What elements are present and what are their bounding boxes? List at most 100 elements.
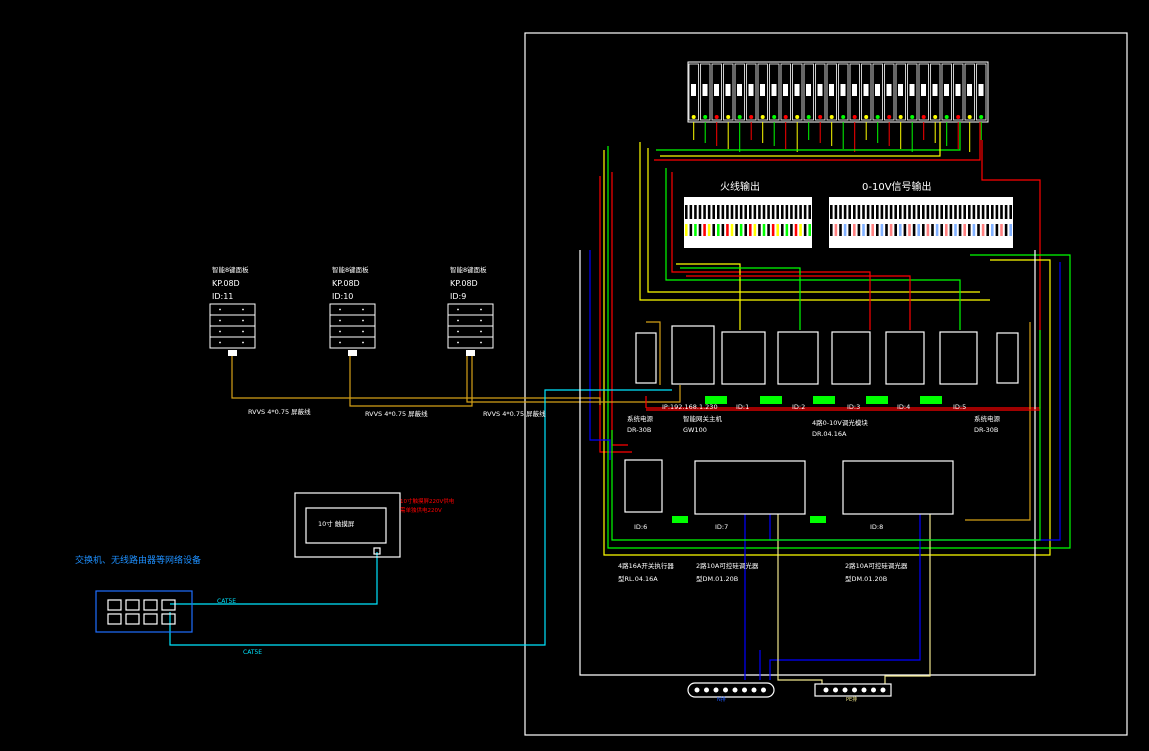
neutral-bar-label: N排 — [717, 696, 726, 703]
breaker-toggle — [875, 84, 880, 96]
terminal — [917, 205, 920, 219]
key-dot — [219, 319, 221, 322]
touchscreen-note: 需单独供电220V — [400, 506, 442, 514]
scr2-model: 型DM.01.20B — [845, 574, 887, 583]
terminal — [931, 224, 934, 236]
terminal — [991, 205, 994, 219]
power-supply-right — [996, 332, 1019, 384]
terminal — [912, 224, 916, 236]
breaker-terminal — [852, 115, 857, 119]
terminal — [940, 224, 943, 236]
breaker — [769, 63, 780, 121]
terminal — [689, 205, 693, 219]
breaker-terminal — [864, 115, 869, 119]
cabinet-frame — [524, 32, 1128, 736]
bar-terminals — [694, 687, 886, 693]
terminal — [894, 224, 897, 236]
breaker — [964, 63, 975, 121]
key-dot — [339, 319, 341, 322]
dimmer-model: DR.04.16A — [812, 430, 847, 438]
terminal — [762, 205, 766, 219]
touchscreen-display — [305, 507, 387, 544]
breaker — [723, 63, 734, 121]
bar-terminal — [842, 687, 848, 693]
breaker-terminal — [806, 115, 811, 119]
breaker-toggle — [725, 84, 731, 96]
signal-output-terminal-block — [829, 197, 1013, 248]
breaker — [792, 63, 803, 121]
terminal — [876, 205, 879, 219]
terminal — [958, 205, 962, 219]
terminal — [963, 224, 966, 236]
breaker-terminal — [726, 115, 731, 119]
bar-terminal — [713, 687, 719, 693]
key-dot — [362, 308, 364, 311]
key-dot — [242, 341, 244, 344]
breaker — [780, 63, 791, 121]
terminal-block-body — [829, 197, 1013, 248]
breaker-toggle — [760, 84, 765, 96]
signal-output-label: 0-10V信号输出 — [862, 180, 932, 193]
breaker-terminal — [829, 115, 834, 119]
terminal — [981, 205, 985, 219]
terminal — [880, 205, 884, 219]
terminal — [931, 205, 934, 219]
terminal — [781, 205, 784, 219]
key-dot — [457, 319, 459, 322]
module-id5 — [939, 331, 978, 385]
terminal — [866, 224, 870, 236]
terminal — [799, 224, 802, 236]
id-label: ID:3 — [847, 403, 860, 411]
key-dot — [362, 330, 364, 333]
terminal — [922, 224, 925, 236]
gateway-ip: IP:192.168.1.230 — [662, 403, 718, 411]
live-output-terminal-block — [684, 197, 812, 248]
terminal — [889, 205, 893, 219]
terminal — [717, 224, 720, 236]
breaker-toggle — [852, 84, 857, 96]
terminal — [981, 224, 985, 236]
terminal — [926, 224, 930, 236]
module-id2 — [777, 331, 819, 385]
breaker-toggle — [932, 84, 938, 96]
terminal — [698, 205, 702, 219]
keypad-title: 智能8键面板 — [212, 265, 249, 274]
keypads: 智能8键面板KP.08DID:11智能8键面板KP.08DID:10智能8键面板… — [209, 265, 494, 356]
terminal — [922, 205, 925, 219]
terminal — [880, 224, 884, 236]
breaker-terminal — [967, 115, 972, 119]
breaker — [700, 63, 711, 121]
terminal — [986, 224, 989, 236]
terminal — [694, 205, 697, 219]
terminal — [843, 205, 847, 219]
terminal — [963, 205, 966, 219]
bar-terminal — [723, 687, 728, 693]
breaker — [757, 63, 768, 121]
breaker — [734, 63, 745, 121]
terminal — [758, 205, 761, 219]
id-label: ID:6 — [634, 523, 647, 531]
key-dot — [457, 308, 459, 311]
module-id3 — [831, 331, 871, 385]
terminal — [689, 224, 693, 236]
terminal — [758, 224, 761, 236]
breaker — [895, 63, 906, 121]
ethernet-port-icon — [161, 613, 176, 625]
terminal — [712, 205, 715, 219]
keypad-model: KP.08D — [332, 279, 360, 288]
keypad-id: ID:10 — [332, 292, 353, 301]
keypad-connector — [228, 350, 237, 356]
terminal — [834, 224, 838, 236]
breaker-toggle — [921, 84, 926, 96]
terminal — [685, 224, 688, 236]
ethernet-port-icon — [143, 599, 158, 611]
terminal — [749, 205, 752, 219]
terminal — [834, 205, 838, 219]
module-id6 — [624, 459, 663, 513]
touchscreen[interactable] — [294, 492, 401, 558]
breaker — [826, 63, 837, 121]
terminal — [685, 205, 688, 219]
terminal — [753, 205, 757, 219]
terminal — [889, 224, 893, 236]
terminal — [790, 224, 793, 236]
